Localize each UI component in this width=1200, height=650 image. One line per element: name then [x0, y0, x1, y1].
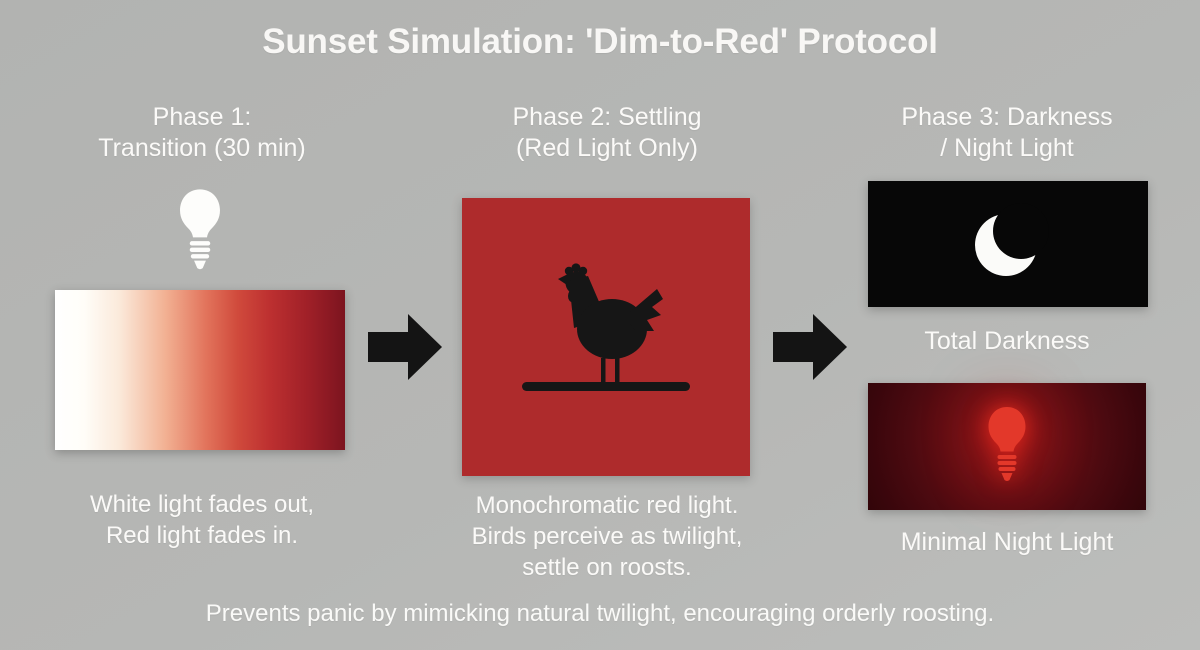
arrow-right-icon	[773, 314, 847, 380]
night-light-panel	[868, 383, 1146, 510]
phase3-heading: Phase 3: Darkness / Night Light	[845, 102, 1169, 164]
footer-caption: Prevents panic by mimicking natural twil…	[205, 600, 995, 627]
arrow-right-icon	[368, 314, 442, 380]
phase2-caption: Monochromatic red light. Birds perceive …	[445, 490, 769, 583]
phase2-caption-line1: Monochromatic red light.	[475, 492, 739, 519]
phase3-heading-line2: / Night Light	[940, 134, 1074, 162]
total-darkness-panel	[868, 181, 1148, 307]
phase1-heading-line2: Transition (30 min)	[98, 134, 306, 162]
hen-on-roost-icon	[522, 263, 690, 391]
white-to-red-gradient-bar	[55, 290, 345, 450]
red-lightbulb-icon	[988, 407, 1026, 481]
phase2-caption-line3: settle on roosts.	[522, 554, 692, 581]
phase1-heading: Phase 1: Transition (30 min)	[40, 102, 364, 164]
phase2-heading-line2: (Red Light Only)	[515, 134, 699, 162]
red-light-panel	[462, 198, 750, 476]
phase3-heading-line1: Phase 3: Darkness	[901, 103, 1113, 131]
phase1-caption: White light fades out, Red light fades i…	[40, 489, 364, 551]
phase2-heading: Phase 2: Settling (Red Light Only)	[445, 102, 769, 164]
phase1-caption-line1: White light fades out,	[89, 491, 315, 518]
white-lightbulb-icon	[180, 189, 220, 270]
night-light-label: Minimal Night Light	[900, 528, 1114, 556]
phase2-heading-line1: Phase 2: Settling	[512, 103, 702, 131]
crescent-moon-icon	[975, 203, 1049, 276]
page-title: Sunset Simulation: 'Dim-to-Red' Protocol	[262, 22, 938, 61]
phase1-heading-line1: Phase 1:	[152, 103, 252, 131]
phase2-caption-line2: Birds perceive as twilight,	[471, 523, 743, 550]
phase1-caption-line2: Red light fades in.	[105, 522, 299, 549]
total-darkness-label: Total Darkness	[924, 327, 1090, 355]
